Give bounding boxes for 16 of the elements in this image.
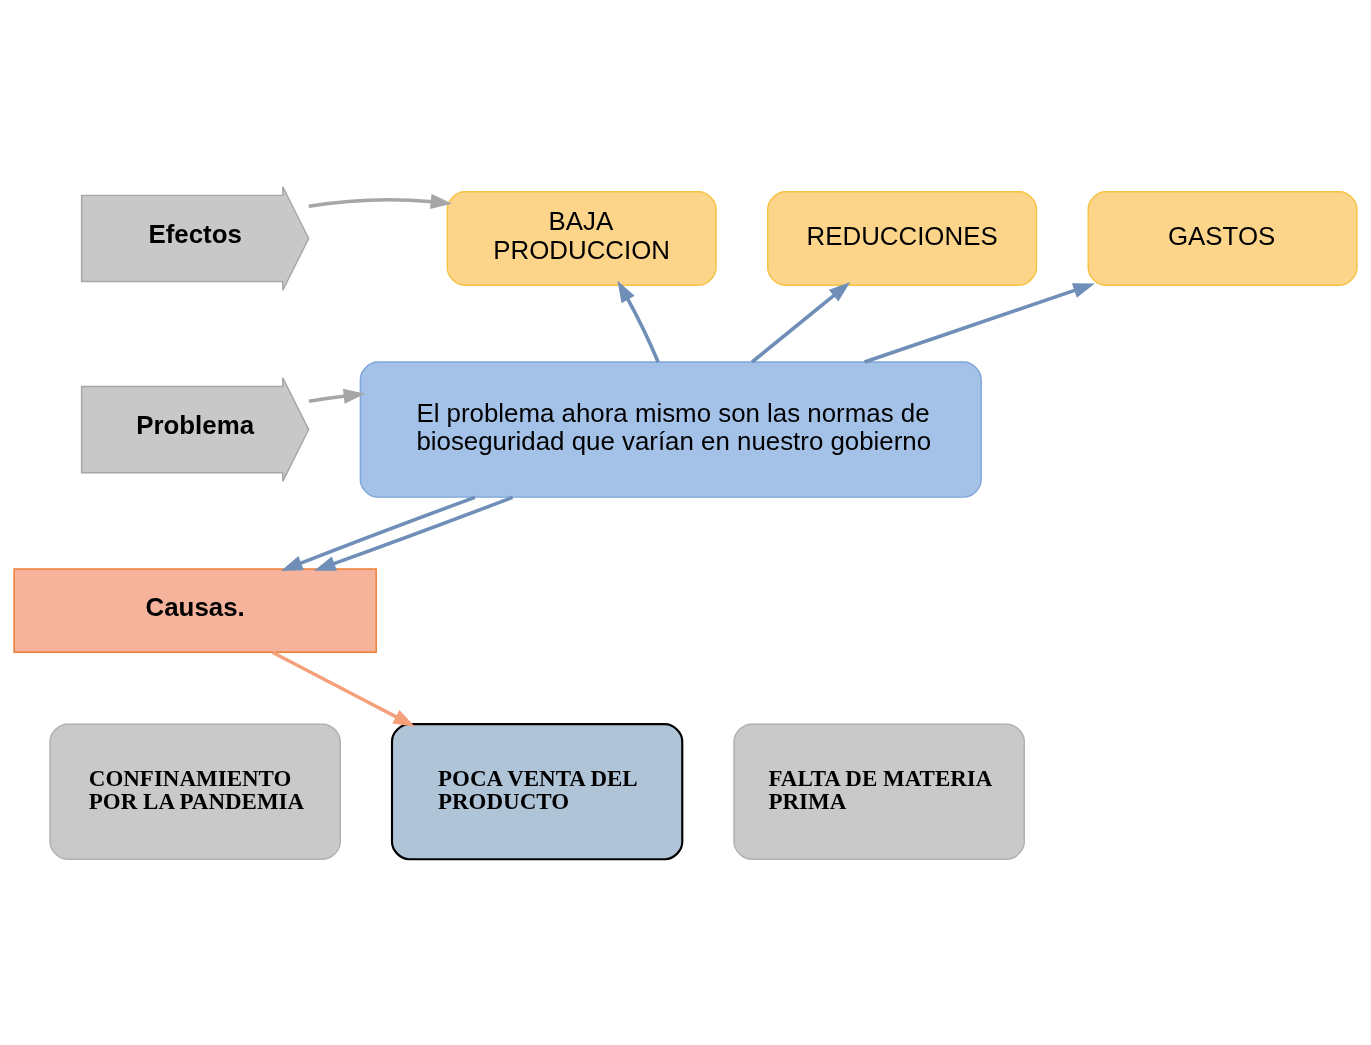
node-box: FALTA DE MATERIA PRIMA bbox=[733, 722, 1025, 860]
arrow bbox=[281, 495, 476, 571]
arrow bbox=[308, 388, 366, 404]
arrow bbox=[750, 281, 851, 363]
node-box: CONFINAMIENTO POR LA PANDEMIA bbox=[49, 722, 341, 860]
arrow bbox=[617, 280, 660, 363]
arrow bbox=[864, 282, 1095, 364]
node-box: POCA VENTA DEL PRODUCTO bbox=[390, 722, 684, 860]
node-box: El problema ahora mismo son las normas de bioseguridad que varían en nuestro gobierno bbox=[359, 360, 982, 498]
node-box: Causas. bbox=[13, 567, 377, 653]
arrow bbox=[314, 495, 514, 571]
arrow bbox=[271, 650, 415, 727]
node-box: REDUCCIONES bbox=[767, 190, 1038, 286]
arrow bbox=[308, 193, 453, 209]
node-box: BAJA PRODUCCION bbox=[446, 190, 717, 286]
node-box: GASTOS bbox=[1087, 190, 1358, 286]
